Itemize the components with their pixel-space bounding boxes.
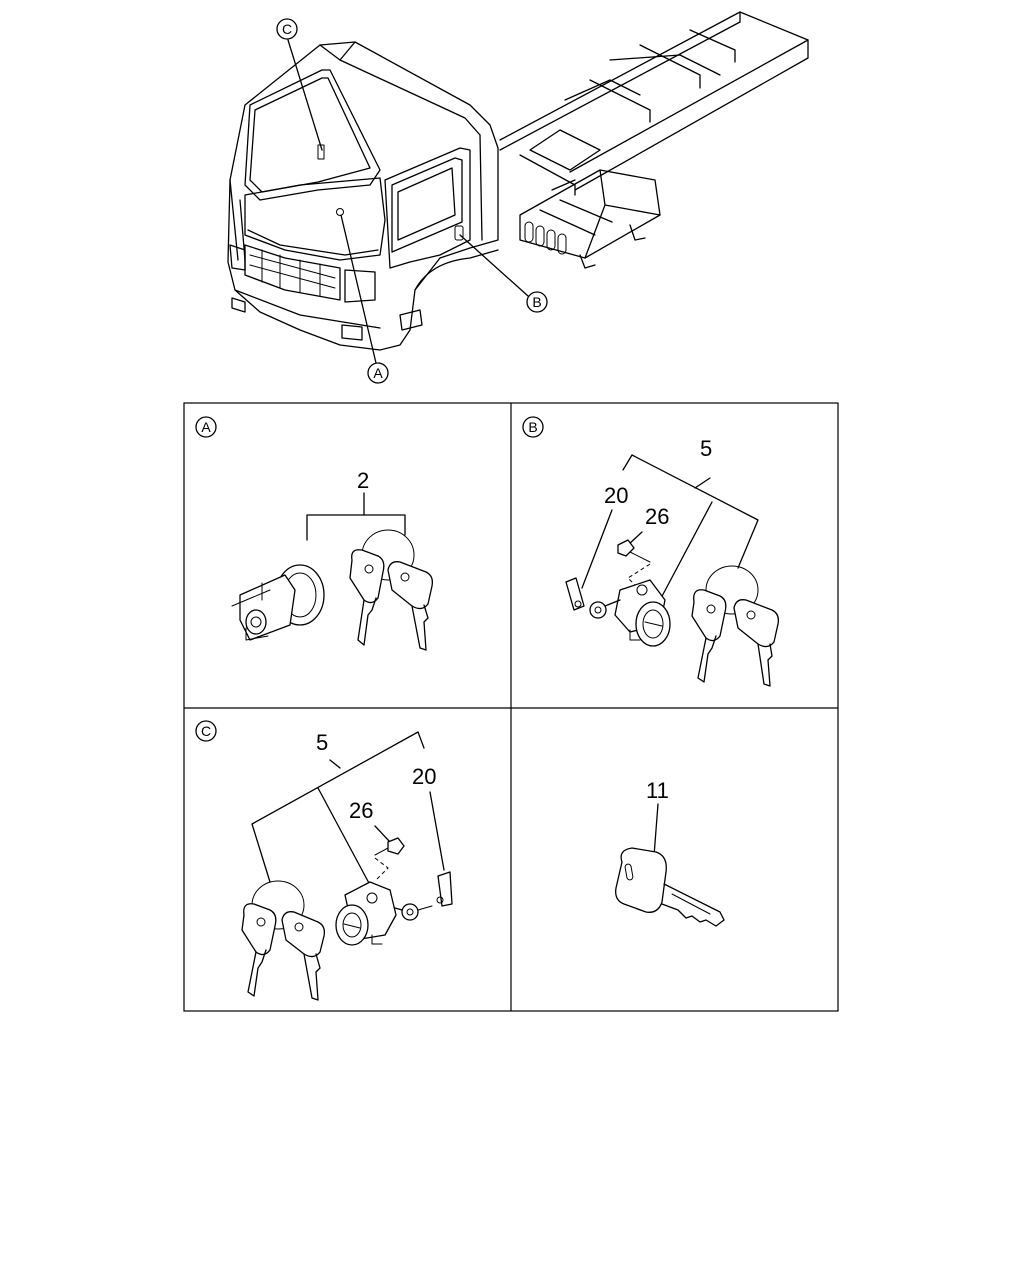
lock-clip [436,871,453,907]
panel-b-badge [522,416,544,438]
panel-a-letter: A [201,419,211,435]
panel-c-badge [195,720,217,742]
part-label-26: 26 [645,504,669,529]
callout-b-label: B [532,294,541,310]
callout-c-marker: C [276,18,298,40]
panel-a-badge [195,416,217,438]
part-label-2: 2 [357,468,369,493]
callout-c-label: C [282,21,292,37]
part-label-26: 26 [349,798,373,823]
bolt [617,539,651,563]
part-label-5: 5 [316,730,328,755]
part-label-20: 20 [412,764,436,789]
key-blank [615,847,725,927]
chassis-frame [499,11,809,196]
callout-a-label: A [373,365,383,381]
part-bracket [631,454,759,569]
part-label-5: 5 [700,436,712,461]
part-label-11: 11 [646,778,669,803]
panel-b: B 5 20 26 [522,416,780,687]
door-lock-cylinder [589,579,671,647]
key-set [691,565,780,687]
leader-a [340,214,377,364]
lock-clip [565,577,585,611]
bolt [374,837,405,856]
key-set [241,880,326,1001]
fuel-tank [519,169,661,269]
cab [227,41,499,351]
panel-c: C 5 26 20 [195,720,453,1001]
panel-a: A 2 [195,416,434,651]
leader-c [287,39,323,151]
ignition-cylinder [231,564,325,641]
part-label-20: 20 [604,483,628,508]
leader-b [459,234,529,297]
key-set [349,529,434,651]
panel-b-letter: B [528,419,537,435]
panel-key-blank: 11 [615,778,725,927]
panel-c-letter: C [201,723,211,739]
part-bracket [251,731,419,883]
door-lock-cylinder [335,881,433,946]
part-bracket [306,514,406,541]
callout-a-marker: A [367,362,389,384]
truck-illustration: C B A [227,11,809,384]
callout-b-marker: B [526,291,548,313]
